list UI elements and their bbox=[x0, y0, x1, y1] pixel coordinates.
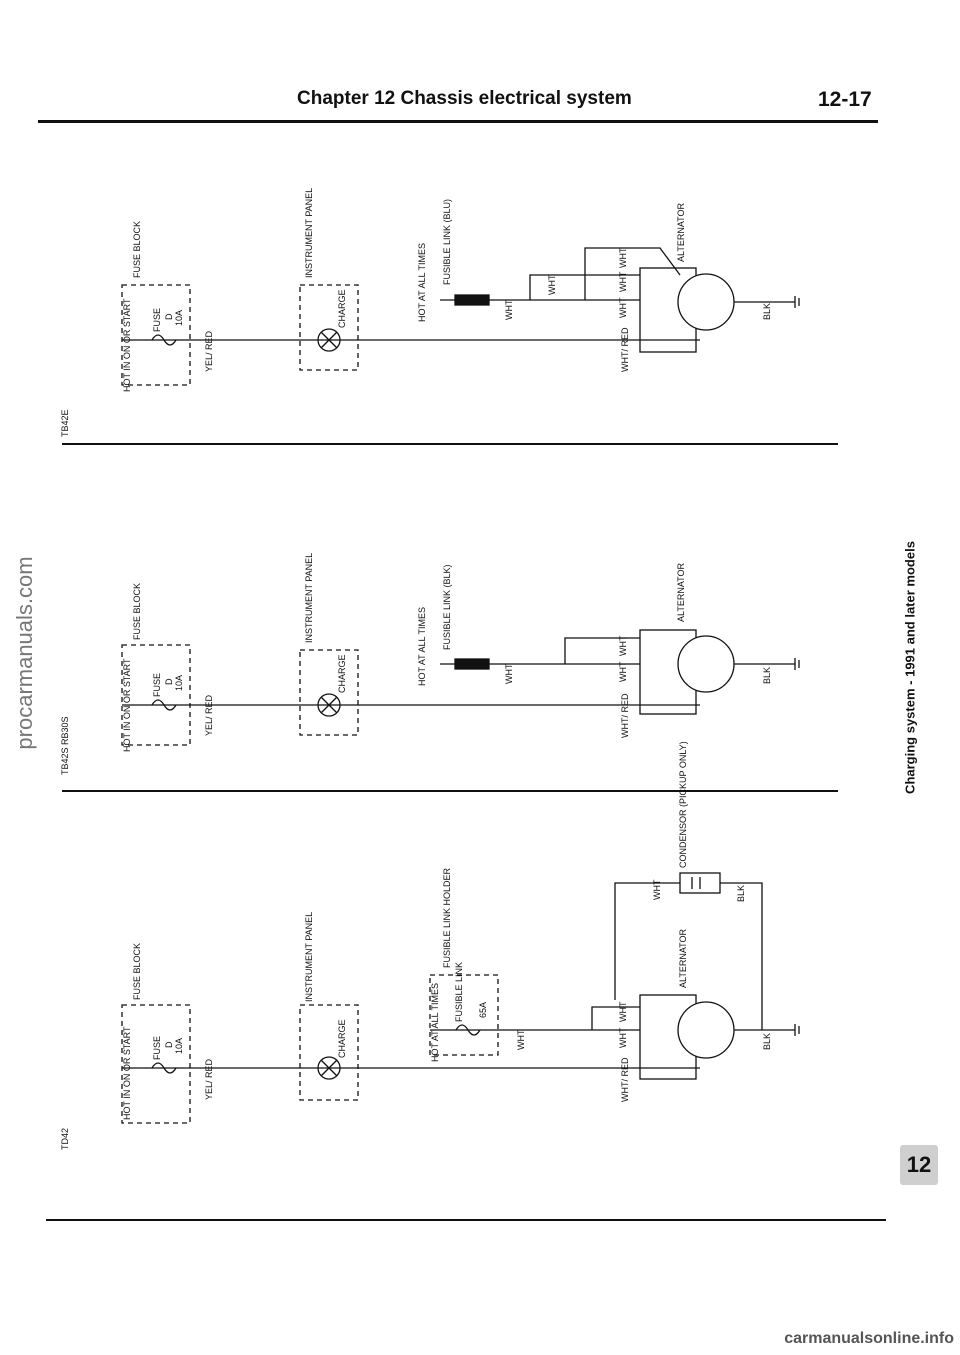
d3-wire-blk: BLK bbox=[762, 1033, 772, 1050]
d1-fusible-link: FUSIBLE LINK (BLU) bbox=[442, 199, 452, 285]
d2-alternator: ALTERNATOR bbox=[676, 562, 686, 622]
diagram-td42-labels: TD42 HOT IN ON OR START FUSE BLOCK FUSE … bbox=[60, 741, 772, 1150]
d3-charge-label: CHARGE bbox=[337, 1019, 347, 1058]
chapter-tab: 12 bbox=[900, 1145, 938, 1185]
d3-wire-whtred: WHT/ RED bbox=[620, 1057, 630, 1102]
d3-wire-wht2: WHT bbox=[618, 1027, 628, 1048]
d3-fusible-holder: FUSIBLE LINK HOLDER bbox=[442, 867, 452, 968]
d3-fusible-link: FUSIBLE LINK bbox=[454, 962, 464, 1022]
d2-fuse-label: FUSE bbox=[152, 673, 162, 697]
d3-model-code: TD42 bbox=[60, 1128, 70, 1150]
bottom-watermark: carmanualsonline.info bbox=[784, 1330, 954, 1347]
d3-fusible-rating: 65A bbox=[478, 1002, 488, 1018]
divider-rule-1 bbox=[62, 443, 838, 445]
d3-instrument-label: INSTRUMENT PANEL bbox=[304, 912, 314, 1002]
d3-wire-blk2: BLK bbox=[736, 885, 746, 902]
d1-hot-always: HOT AT ALL TIMES bbox=[417, 243, 427, 322]
d1-alternator: ALTERNATOR bbox=[676, 202, 686, 262]
d2-hot-always: HOT AT ALL TIMES bbox=[417, 607, 427, 686]
d2-fusible-link: FUSIBLE LINK (BLK) bbox=[442, 564, 452, 650]
d1-wire-whtred: WHT/ RED bbox=[620, 327, 630, 372]
d3-hot-always: HOT AT ALL TIMES bbox=[430, 983, 440, 1062]
d2-wire-blk: BLK bbox=[762, 667, 772, 684]
d3-hot-label: HOT IN ON OR START bbox=[122, 1026, 132, 1120]
d2-wire-whtred: WHT/ RED bbox=[620, 693, 630, 738]
d1-fuse-rating: 10A bbox=[174, 310, 184, 326]
header-rule bbox=[38, 120, 878, 123]
d2-charge-label: CHARGE bbox=[337, 654, 347, 693]
diagram-tb42e-labels: TB42E HOT IN ON OR START FUSE BLOCK FUSE… bbox=[60, 188, 772, 437]
footer-rule bbox=[46, 1219, 886, 1221]
d3-fuse-block-label: FUSE BLOCK bbox=[132, 943, 142, 1000]
d1-hot-label: HOT IN ON OR START bbox=[122, 298, 132, 392]
d3-fuse-rating: 10A bbox=[174, 1038, 184, 1054]
d1-charge-label: CHARGE bbox=[337, 289, 347, 328]
d3-condensor: CONDENSOR (PICKUP ONLY) bbox=[678, 741, 688, 868]
d2-fuse-id: D bbox=[164, 678, 174, 685]
page-header-title: Chapter 12 Chassis electrical system bbox=[297, 88, 632, 109]
d3-wire-yel: YEL/ RED bbox=[204, 1058, 214, 1100]
diagram-tb42e bbox=[121, 247, 800, 386]
divider-rule-2 bbox=[62, 790, 838, 792]
d3-fuse-id: D bbox=[164, 1041, 174, 1048]
d1-wire-wht1: WHT bbox=[504, 299, 514, 320]
d1-wire-wht5: WHT bbox=[618, 247, 628, 268]
d2-model-code: TB42S RB30S bbox=[60, 716, 70, 775]
diagram-tb42s bbox=[121, 629, 800, 746]
d3-wire-wht3: WHT bbox=[618, 1001, 628, 1022]
d2-wire-wht3: WHT bbox=[618, 635, 628, 656]
d3-wire-wht4: WHT bbox=[652, 879, 662, 900]
d3-fuse-label: FUSE bbox=[152, 1036, 162, 1060]
d1-wire-wht3: WHT bbox=[618, 297, 628, 318]
d1-wire-wht2: WHT bbox=[547, 274, 557, 295]
page-number: 12-17 bbox=[818, 88, 872, 111]
d2-instrument-label: INSTRUMENT PANEL bbox=[304, 553, 314, 643]
d2-wire-wht1: WHT bbox=[504, 663, 514, 684]
d1-wire-wht4: WHT bbox=[618, 271, 628, 292]
diagram-td42 bbox=[121, 872, 800, 1124]
d1-wire-yel: YEL/ RED bbox=[204, 330, 214, 372]
d1-fuse-block-label: FUSE BLOCK bbox=[132, 221, 142, 278]
d1-wire-blk: BLK bbox=[762, 303, 772, 320]
d3-alternator: ALTERNATOR bbox=[678, 928, 688, 988]
d2-wire-yel: YEL/ RED bbox=[204, 694, 214, 736]
d1-model-code: TB42E bbox=[60, 409, 70, 437]
d1-fuse-label: FUSE bbox=[152, 308, 162, 332]
d2-fuse-block-label: FUSE BLOCK bbox=[132, 583, 142, 640]
d2-wire-wht2: WHT bbox=[618, 661, 628, 682]
diagram-tb42s-labels: TB42S RB30S HOT IN ON OR START FUSE BLOC… bbox=[60, 553, 772, 775]
d3-wire-wht1: WHT bbox=[516, 1029, 526, 1050]
d1-fuse-id: D bbox=[164, 313, 174, 320]
d2-fuse-rating: 10A bbox=[174, 675, 184, 691]
d1-instrument-label: INSTRUMENT PANEL bbox=[304, 188, 314, 278]
d2-hot-label: HOT IN ON OR START bbox=[122, 658, 132, 752]
